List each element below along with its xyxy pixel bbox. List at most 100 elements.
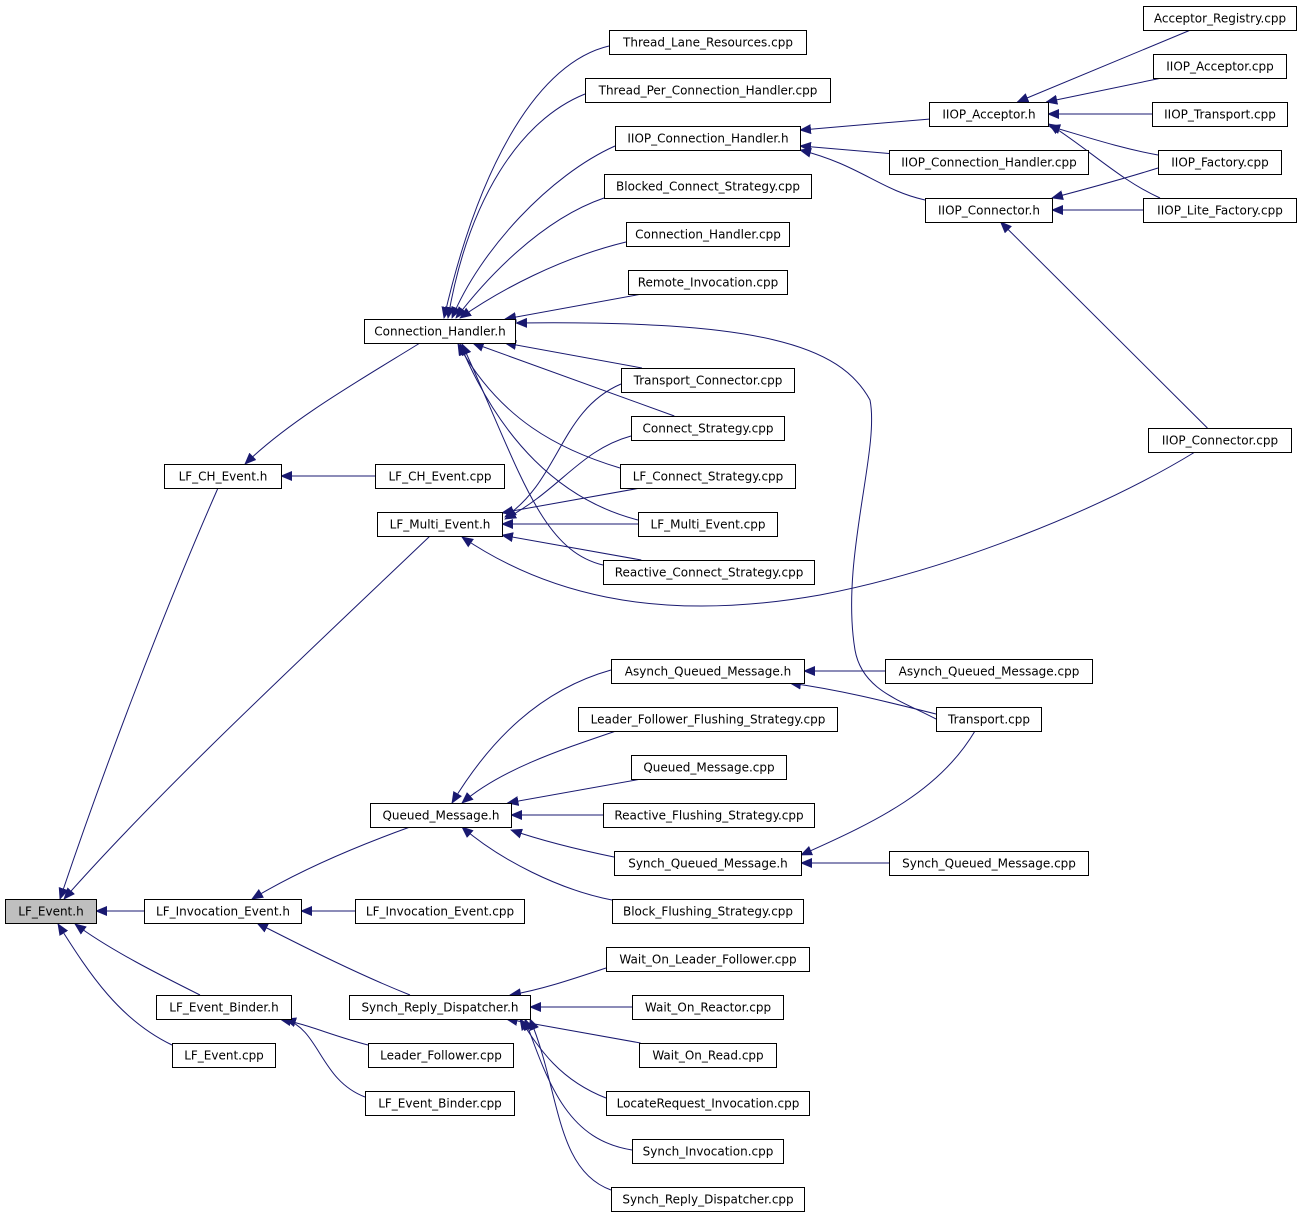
- node-label: Blocked_Connect_Strategy.cpp: [616, 180, 800, 194]
- node-lf-event-binder-h[interactable]: LF_Event_Binder.h: [156, 995, 292, 1020]
- node-blocked-connect-strategy-cpp[interactable]: Blocked_Connect_Strategy.cpp: [604, 174, 812, 199]
- node-box[interactable]: [628, 270, 788, 295]
- node-box[interactable]: [172, 1043, 276, 1068]
- node-box[interactable]: [631, 416, 785, 441]
- node-box[interactable]: [156, 995, 292, 1020]
- node-synch-reply-dispatcher-cpp[interactable]: Synch_Reply_Dispatcher.cpp: [611, 1187, 805, 1212]
- node-lf-invocation-event-cpp[interactable]: LF_Invocation_Event.cpp: [355, 899, 525, 924]
- node-synch-invocation-cpp[interactable]: Synch_Invocation.cpp: [632, 1139, 784, 1164]
- node-iiop-lite-factory-cpp[interactable]: IIOP_Lite_Factory.cpp: [1143, 198, 1297, 223]
- node-box[interactable]: [1153, 54, 1287, 79]
- node-box[interactable]: [620, 464, 796, 489]
- node-transport-cpp[interactable]: Transport.cpp: [936, 707, 1042, 732]
- node-iiop-transport-cpp[interactable]: IIOP_Transport.cpp: [1152, 102, 1288, 127]
- node-connection-handler-cpp[interactable]: Connection_Handler.cpp: [626, 222, 790, 247]
- node-box[interactable]: [631, 755, 787, 780]
- node-connection-handler-h[interactable]: Connection_Handler.h: [364, 319, 516, 344]
- node-synch-queued-message-h[interactable]: Synch_Queued_Message.h: [614, 851, 802, 876]
- node-box[interactable]: [603, 560, 815, 585]
- node-box[interactable]: [611, 659, 805, 684]
- node-box[interactable]: [377, 512, 503, 537]
- node-box[interactable]: [621, 368, 795, 393]
- node-lf-event-h[interactable]: LF_Event.h: [5, 899, 97, 924]
- node-iiop-connection-handler-cpp[interactable]: IIOP_Connection_Handler.cpp: [889, 150, 1089, 175]
- node-synch-reply-dispatcher-h[interactable]: Synch_Reply_Dispatcher.h: [349, 995, 531, 1020]
- node-lf-multi-event-cpp[interactable]: LF_Multi_Event.cpp: [638, 512, 778, 537]
- node-reactive-connect-strategy-cpp[interactable]: Reactive_Connect_Strategy.cpp: [603, 560, 815, 585]
- node-box[interactable]: [603, 803, 815, 828]
- node-box[interactable]: [925, 198, 1053, 223]
- node-box[interactable]: [929, 102, 1049, 127]
- node-lf-invocation-event-h[interactable]: LF_Invocation_Event.h: [144, 899, 302, 924]
- node-box[interactable]: [885, 659, 1093, 684]
- node-acceptor-registry-cpp[interactable]: Acceptor_Registry.cpp: [1143, 6, 1297, 31]
- node-box[interactable]: [585, 78, 831, 103]
- node-box[interactable]: [1158, 150, 1282, 175]
- node-iiop-connector-h[interactable]: IIOP_Connector.h: [925, 198, 1053, 223]
- node-box[interactable]: [611, 1187, 805, 1212]
- node-box[interactable]: [5, 899, 97, 924]
- node-queued-message-h[interactable]: Queued_Message.h: [370, 803, 512, 828]
- node-box[interactable]: [632, 995, 784, 1020]
- node-box[interactable]: [889, 150, 1089, 175]
- node-iiop-acceptor-cpp[interactable]: IIOP_Acceptor.cpp: [1153, 54, 1287, 79]
- edge-iiop-factory-cpp-to-iiop-acceptor-h: [1048, 124, 1159, 156]
- node-leader-follower-flushing-strategy-cpp[interactable]: Leader_Follower_Flushing_Strategy.cpp: [578, 707, 838, 732]
- node-iiop-connection-handler-h[interactable]: IIOP_Connection_Handler.h: [615, 126, 801, 151]
- node-box[interactable]: [606, 947, 810, 972]
- node-thread-lane-resources-cpp[interactable]: Thread_Lane_Resources.cpp: [609, 30, 807, 55]
- node-transport-connector-cpp[interactable]: Transport_Connector.cpp: [621, 368, 795, 393]
- node-iiop-connector-cpp[interactable]: IIOP_Connector.cpp: [1148, 428, 1292, 453]
- node-asynch-queued-message-h[interactable]: Asynch_Queued_Message.h: [611, 659, 805, 684]
- node-box[interactable]: [1148, 428, 1292, 453]
- node-thread-per-connection-handler-cpp[interactable]: Thread_Per_Connection_Handler.cpp: [585, 78, 831, 103]
- node-box[interactable]: [364, 319, 516, 344]
- node-lf-multi-event-h[interactable]: LF_Multi_Event.h: [377, 512, 503, 537]
- node-lf-event-cpp[interactable]: LF_Event.cpp: [172, 1043, 276, 1068]
- node-leader-follower-cpp[interactable]: Leader_Follower.cpp: [368, 1043, 514, 1068]
- node-lf-ch-event-h[interactable]: LF_CH_Event.h: [164, 464, 282, 489]
- node-box[interactable]: [355, 899, 525, 924]
- node-box[interactable]: [614, 851, 802, 876]
- edge-iiop-acceptor-h-to-iiop-connection-handler-h: [799, 118, 930, 135]
- node-wait-on-read-cpp[interactable]: Wait_On_Read.cpp: [639, 1043, 777, 1068]
- node-queued-message-cpp[interactable]: Queued_Message.cpp: [631, 755, 787, 780]
- node-lf-event-binder-cpp[interactable]: LF_Event_Binder.cpp: [365, 1091, 515, 1116]
- node-locaterequest-invocation-cpp[interactable]: LocateRequest_Invocation.cpp: [606, 1091, 810, 1116]
- node-reactive-flushing-strategy-cpp[interactable]: Reactive_Flushing_Strategy.cpp: [603, 803, 815, 828]
- node-label: Reactive_Connect_Strategy.cpp: [615, 566, 804, 580]
- node-wait-on-leader-follower-cpp[interactable]: Wait_On_Leader_Follower.cpp: [606, 947, 810, 972]
- node-remote-invocation-cpp[interactable]: Remote_Invocation.cpp: [628, 270, 788, 295]
- node-box[interactable]: [615, 126, 801, 151]
- node-box[interactable]: [365, 1091, 515, 1116]
- node-box[interactable]: [612, 899, 804, 924]
- node-box[interactable]: [164, 464, 282, 489]
- node-box[interactable]: [638, 512, 778, 537]
- node-block-flushing-strategy-cpp[interactable]: Block_Flushing_Strategy.cpp: [612, 899, 804, 924]
- node-lf-ch-event-cpp[interactable]: LF_CH_Event.cpp: [375, 464, 505, 489]
- node-box[interactable]: [578, 707, 838, 732]
- node-box[interactable]: [606, 1091, 810, 1116]
- node-box[interactable]: [368, 1043, 514, 1068]
- node-box[interactable]: [370, 803, 512, 828]
- node-box[interactable]: [889, 851, 1089, 876]
- node-box[interactable]: [604, 174, 812, 199]
- node-asynch-queued-message-cpp[interactable]: Asynch_Queued_Message.cpp: [885, 659, 1093, 684]
- node-lf-connect-strategy-cpp[interactable]: LF_Connect_Strategy.cpp: [620, 464, 796, 489]
- node-box[interactable]: [609, 30, 807, 55]
- node-iiop-factory-cpp[interactable]: IIOP_Factory.cpp: [1158, 150, 1282, 175]
- node-box[interactable]: [349, 995, 531, 1020]
- node-box[interactable]: [375, 464, 505, 489]
- node-connect-strategy-cpp[interactable]: Connect_Strategy.cpp: [631, 416, 785, 441]
- node-box[interactable]: [639, 1043, 777, 1068]
- node-box[interactable]: [1152, 102, 1288, 127]
- node-synch-queued-message-cpp[interactable]: Synch_Queued_Message.cpp: [889, 851, 1089, 876]
- node-box[interactable]: [936, 707, 1042, 732]
- node-iiop-acceptor-h[interactable]: IIOP_Acceptor.h: [929, 102, 1049, 127]
- node-box[interactable]: [632, 1139, 784, 1164]
- node-box[interactable]: [626, 222, 790, 247]
- node-box[interactable]: [144, 899, 302, 924]
- node-box[interactable]: [1143, 6, 1297, 31]
- node-wait-on-reactor-cpp[interactable]: Wait_On_Reactor.cpp: [632, 995, 784, 1020]
- node-box[interactable]: [1143, 198, 1297, 223]
